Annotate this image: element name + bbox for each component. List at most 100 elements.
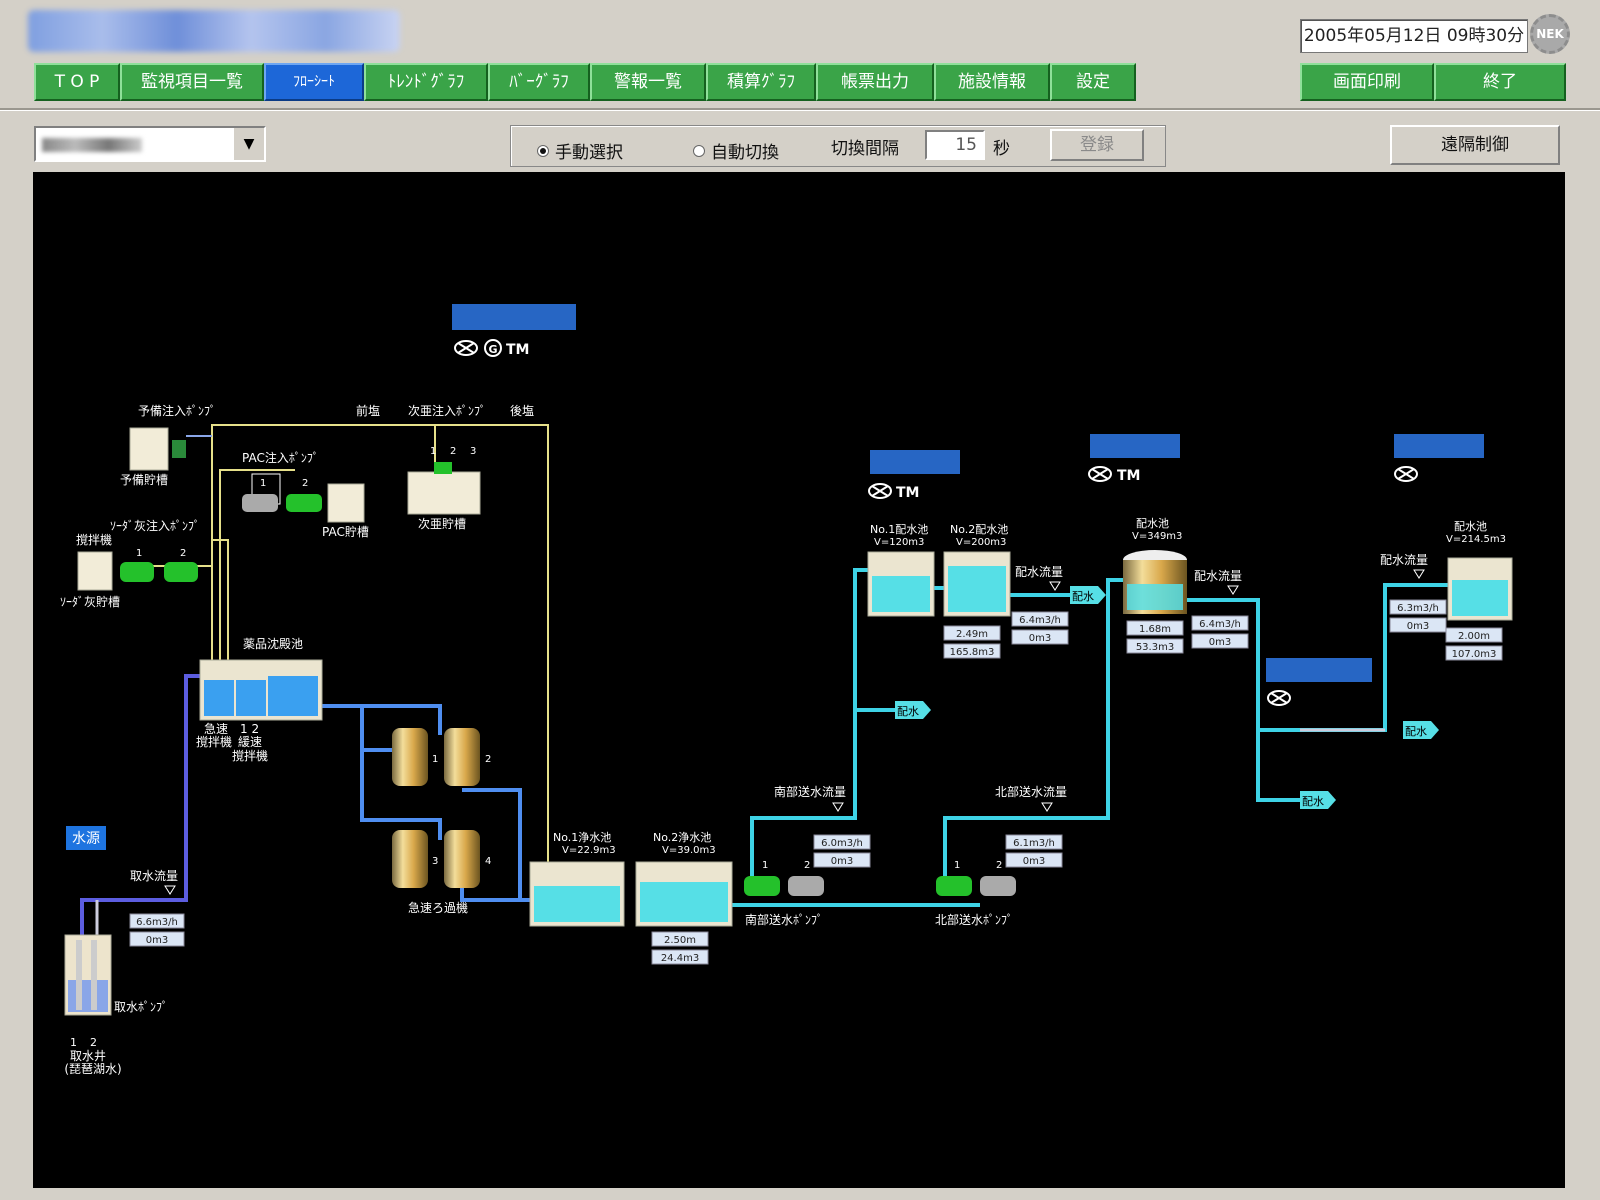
outlet-label: 配水: [1072, 590, 1094, 603]
value-box: [1126, 638, 1184, 654]
print-screen-button[interactable]: 画面印刷: [1300, 63, 1434, 101]
value-box: [1445, 645, 1503, 661]
flowsheet-canvas: G TM TM TM: [33, 172, 1565, 1188]
tab-trend-graph[interactable]: ﾄﾚﾝﾄﾞｸﾞﾗﾌ: [364, 63, 488, 101]
switch-mode-panel: 手動選択 自動切換 切換間隔 秒: [510, 125, 1166, 167]
value-box: [1389, 617, 1447, 633]
register-button[interactable]: 登録: [1050, 129, 1144, 161]
clear-well-2-vol: V=39.0m3: [662, 845, 716, 856]
filter-number: 1: [432, 754, 438, 765]
hypo-tank-label: 次亜貯槽: [418, 517, 466, 531]
value-box: [1011, 611, 1069, 627]
clear-well-2-amount: 24.4m3: [661, 953, 699, 964]
tab-alarm-list[interactable]: 警報一覧: [590, 63, 706, 101]
tab-flowsheet[interactable]: ﾌﾛｰｼｰﾄ: [264, 63, 364, 101]
slow-mixer-label-2: 撹拌機: [232, 748, 268, 763]
value-box: [129, 913, 185, 929]
dist-flow-b-label: 配水流量: [1194, 569, 1242, 583]
remote-control-button[interactable]: 遠隔制御: [1390, 125, 1560, 165]
value-box: [1011, 629, 1069, 645]
filter-number: 3: [432, 856, 438, 867]
dist4-amount: 107.0m3: [1452, 649, 1497, 660]
flowmeter-icon: [1049, 581, 1061, 591]
reserve-pump-label: 予備注入ﾎﾟﾝﾌﾟ: [138, 403, 216, 418]
tab-facility-info[interactable]: 施設情報: [934, 63, 1050, 101]
tab-monitor-list[interactable]: 監視項目一覧: [120, 63, 264, 101]
filter-tank: [444, 830, 480, 888]
intake-pump-label: 取水ﾎﾟﾝﾌﾟ: [114, 1000, 168, 1014]
interval-input[interactable]: 15: [925, 130, 985, 160]
pump-icon: [788, 876, 824, 896]
pump-icon: [434, 462, 452, 474]
rapid-mixer-label-2: 撹拌機: [196, 734, 232, 749]
rapid-mixer-label: 急速: [204, 721, 228, 736]
company-logo: NEK: [1530, 14, 1570, 54]
value-box: [1005, 852, 1063, 868]
dist1-name: No.1配水池: [870, 523, 928, 536]
tm-label: TM: [1117, 468, 1140, 484]
interval-label: 切換間隔: [831, 139, 899, 159]
dist3-amount: 53.3m3: [1136, 642, 1174, 653]
radio-checked-icon: [537, 145, 549, 157]
flowmeter-icon: [832, 802, 844, 812]
dist2-level: 2.49m: [956, 629, 988, 640]
dist-flow-b-total: 0m3: [1209, 637, 1231, 648]
tab-report-output[interactable]: 帳票出力: [816, 63, 934, 101]
value-box: [943, 643, 1001, 659]
pump-number: 2: [90, 1036, 97, 1049]
clear-well-2-name: No.2浄水池: [653, 830, 711, 844]
value-box: [1445, 627, 1503, 643]
pump-number: 2: [996, 860, 1002, 871]
value-box: [813, 834, 871, 850]
intake-pipes: [80, 674, 200, 935]
water-source-label: 水源: [72, 831, 100, 847]
tab-settings[interactable]: 設定: [1050, 63, 1136, 101]
outlet-arrow: [895, 586, 1439, 809]
distribution-pipes: [730, 568, 1455, 907]
clear-well-1-name: No.1浄水池: [553, 830, 611, 844]
north-pump-label: 北部送水ﾎﾟﾝﾌﾟ: [935, 912, 1013, 927]
pump-number: 1: [762, 860, 768, 871]
tab-bar-graph[interactable]: ﾊﾞｰｸﾞﾗﾌ: [488, 63, 590, 101]
value-box: [943, 625, 1001, 641]
exit-button[interactable]: 終了: [1434, 63, 1566, 101]
south-pump-label: 南部送水ﾎﾟﾝﾌﾟ: [745, 912, 823, 927]
dist1-vol: V=120m3: [874, 537, 924, 548]
radio-unchecked-icon: [693, 145, 705, 157]
intake-well-sub: (琵琶湖水): [64, 1061, 121, 1076]
north-flow-total: 0m3: [1023, 856, 1045, 867]
blurred-site-title: [28, 10, 400, 52]
tab-top[interactable]: T O P: [34, 63, 120, 101]
pre-chlorine-label: 前塩: [356, 403, 380, 418]
facility-select[interactable]: ▼: [34, 126, 266, 162]
soda-tank: [77, 551, 113, 591]
outlet-label: 配水: [1302, 795, 1324, 808]
auto-switch-radio[interactable]: 自動切換: [693, 138, 779, 163]
pump-icon: [242, 494, 278, 512]
pump-icon: [286, 494, 322, 512]
filter-number: 2: [485, 754, 491, 765]
flowsheet-diagram: G TM TM TM: [60, 304, 1513, 1076]
flowmeter-icon: [1227, 585, 1239, 595]
comm-status-icon: [454, 339, 1418, 706]
chevron-down-icon[interactable]: ▼: [232, 128, 264, 160]
pump-number: 3: [470, 446, 476, 457]
intake-flow-total: 0m3: [146, 935, 168, 946]
tab-integration-graph[interactable]: 積算ｸﾞﾗﾌ: [706, 63, 816, 101]
generator-g-label: G: [488, 343, 497, 356]
dist4-level: 2.00m: [1458, 631, 1490, 642]
pump-number: 1: [430, 446, 436, 457]
reserve-tank-label: 予備貯槽: [120, 472, 168, 487]
mixer-numbers: 1 2: [240, 722, 259, 736]
value-box: [1005, 834, 1063, 850]
dist2-name: No.2配水池: [950, 523, 1008, 536]
dist-flow-b-rate: 6.4m3/h: [1199, 619, 1241, 630]
intake-flow-rate: 6.6m3/h: [136, 917, 178, 928]
pump-number: 2: [302, 478, 308, 489]
pump-number: 1: [70, 1036, 77, 1049]
soda-pump-label: ｿｰﾀﾞ灰注入ﾎﾟﾝﾌﾟ: [110, 518, 200, 533]
dist2-amount: 165.8m3: [950, 647, 995, 658]
manual-select-radio[interactable]: 手動選択: [537, 138, 623, 163]
pump-icon: [980, 876, 1016, 896]
clear-well-2-level: 2.50m: [664, 935, 696, 946]
